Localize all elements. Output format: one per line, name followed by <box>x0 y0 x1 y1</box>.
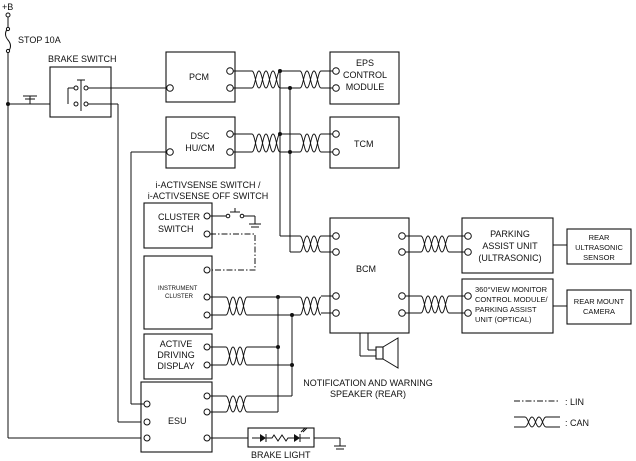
legend-can-line <box>524 416 547 428</box>
parking-us-label-1: PARKING <box>490 229 530 239</box>
speaker-label-1: NOTIFICATION AND WARNING <box>303 378 433 388</box>
brake-switch-label: BRAKE SWITCH <box>48 54 117 64</box>
active-driving-display-module: ACTIVE DRIVING DISPLAY <box>143 333 213 380</box>
power-label: +B <box>2 2 13 12</box>
parking-us-label-2: ASSIST UNIT <box>482 241 538 251</box>
brake-light-label: BRAKE LIGHT <box>251 450 311 460</box>
iactiv-label-1: i-ACTIVSENSE SWITCH / <box>155 180 261 190</box>
parking-us-label-3: (ULTRASONIC) <box>478 253 541 263</box>
fuse-symbol <box>5 27 11 53</box>
esu-module: ESU <box>140 381 213 453</box>
eps-label-3: MODULE <box>346 82 385 92</box>
rear-camera-module: REAR MOUNT CAMERA <box>566 289 632 325</box>
rear-camera-label-2: CAMERA <box>583 307 615 316</box>
cluster-switch-label-2: SWITCH <box>158 224 194 234</box>
bcm-label: BCM <box>356 264 376 274</box>
rear-us-label-2: ULTRASONIC <box>575 243 623 252</box>
lin-line <box>210 233 256 271</box>
esu-label: ESU <box>168 416 187 426</box>
active-driving-label-1: ACTIVE <box>160 339 193 349</box>
tcm-label: TCM <box>354 139 374 149</box>
pcm-module: PCM <box>165 51 236 103</box>
eps-module: EPS CONTROL MODULE <box>329 51 400 105</box>
fuse-label: STOP 10A <box>18 35 61 45</box>
eps-label-2: CONTROL <box>343 70 387 80</box>
view-monitor-module: 360°VIEW MONITOR CONTROL MODULE/ PARKING… <box>461 278 554 334</box>
brake-switch: BRAKE SWITCH <box>23 54 169 423</box>
speaker: NOTIFICATION AND WARNING SPEAKER (REAR) <box>303 333 433 399</box>
instrument-cluster-label-1: INSTRUMENT <box>158 286 198 292</box>
rear-camera-label-1: REAR MOUNT <box>574 297 625 306</box>
instrument-cluster-module: INSTRUMENT CLUSTER <box>143 255 213 330</box>
tcm-module: TCM <box>329 116 400 169</box>
dsc-label-2: HU/CM <box>185 143 215 153</box>
cluster-switch-module: CLUSTER SWITCH <box>143 202 213 249</box>
dsc-module: DSC HU/CM <box>165 116 236 169</box>
monitor-label-2: CONTROL MODULE/ <box>475 295 549 304</box>
legend-lin-label: : LIN <box>565 397 584 407</box>
bcm-module: BCM <box>329 217 410 334</box>
active-driving-label-2: DRIVING <box>157 350 195 360</box>
brake-light: BRAKE LIGHT <box>210 427 346 460</box>
dsc-label-1: DSC <box>190 131 210 141</box>
rear-ultrasonic-sensor-module: REAR ULTRASONIC SENSOR <box>566 228 632 265</box>
pcm-label: PCM <box>189 72 209 82</box>
can-twisted-pairs <box>210 69 465 413</box>
parking-assist-ultrasonic-module: PARKING ASSIST UNIT (ULTRASONIC) <box>461 217 554 274</box>
rear-us-label-1: REAR <box>589 233 610 242</box>
active-driving-label-3: DISPLAY <box>157 361 194 371</box>
cluster-switch-label-1: CLUSTER <box>158 212 201 222</box>
rear-us-label-3: SENSOR <box>583 253 615 262</box>
iactiv-label-2: i-ACTIVSENSE OFF SWITCH <box>148 191 269 201</box>
instrument-cluster-label-2: CLUSTER <box>165 294 194 300</box>
monitor-label-4: UNIT (OPTICAL) <box>475 315 532 324</box>
cluster-switch-wiring <box>210 208 261 271</box>
speaker-label-2: SPEAKER (REAR) <box>330 389 406 399</box>
monitor-label-1: 360°VIEW MONITOR <box>475 285 548 294</box>
eps-label-1: EPS <box>356 58 374 68</box>
monitor-label-3: PARKING ASSIST <box>475 305 537 314</box>
power-terminal <box>5 12 11 18</box>
legend: : LIN : CAN <box>514 397 589 428</box>
legend-can-label: : CAN <box>565 418 589 428</box>
power-feed: +B STOP 10A <box>2 2 141 439</box>
